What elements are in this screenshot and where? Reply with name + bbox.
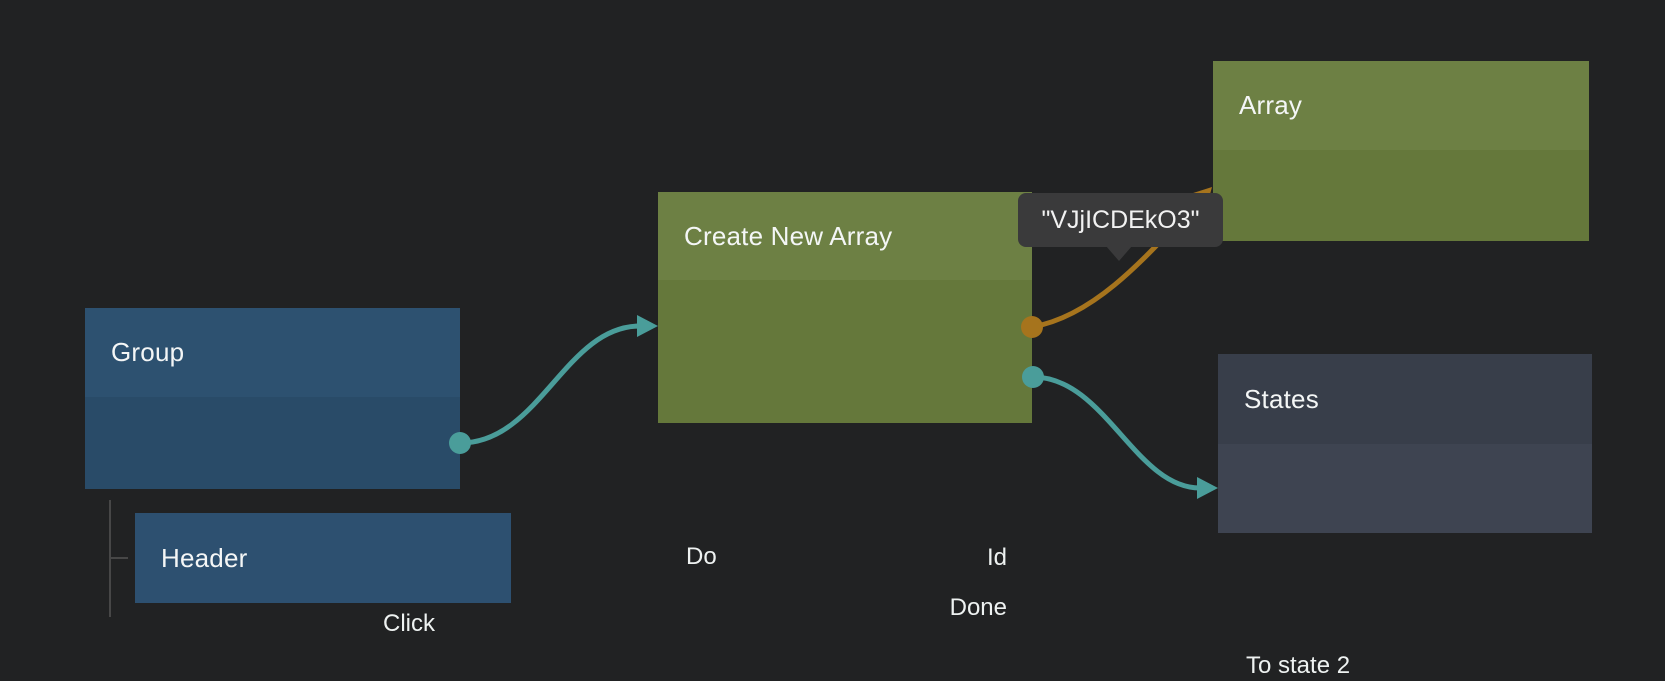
tooltip-text: "VJjICDEkO3" (1041, 205, 1200, 234)
connection-done-to-state[interactable] (1022, 366, 1218, 499)
node-states[interactable]: States To state 2 (1218, 354, 1592, 679)
node-header-header[interactable]: Header (135, 513, 511, 603)
port-do-input[interactable]: Do (686, 542, 717, 572)
node-group-header[interactable]: Group (85, 308, 460, 397)
port-id-output[interactable]: Id (987, 543, 1007, 573)
port-click-output[interactable]: Click (383, 609, 435, 639)
connection-value-tooltip: "VJjICDEkO3" (1018, 193, 1223, 261)
port-label: Do (686, 543, 717, 570)
arrowhead-icon (1197, 477, 1218, 499)
node-array[interactable]: Array Id (1213, 61, 1589, 388)
node-array-header[interactable]: Array (1213, 61, 1589, 150)
node-create-new-array-header[interactable]: Create New Array (658, 192, 1032, 280)
arrowhead-icon (637, 315, 658, 337)
port-done-output[interactable]: Done (950, 593, 1007, 623)
node-states-header[interactable]: States (1218, 354, 1592, 444)
node-title: Create New Array (684, 220, 893, 251)
tooltip-tail (1106, 246, 1132, 261)
port-to-state-2-input[interactable]: To state 2 (1246, 651, 1350, 681)
node-title: Header (161, 542, 248, 573)
node-title: Group (111, 337, 185, 367)
node-title: States (1244, 383, 1319, 414)
connection-click-to-do[interactable] (449, 315, 658, 454)
port-label: Click (383, 610, 435, 637)
wire[interactable] (1032, 374, 1201, 491)
node-create-new-array[interactable]: Create New Array Do Id Done (658, 192, 1032, 621)
node-header[interactable]: Header (135, 513, 511, 603)
node-title: Array (1239, 90, 1303, 120)
wire[interactable] (459, 323, 641, 446)
node-group[interactable]: Group Click (85, 308, 460, 637)
port-label: To state 2 (1246, 652, 1351, 679)
port-label: Id (986, 544, 1007, 571)
